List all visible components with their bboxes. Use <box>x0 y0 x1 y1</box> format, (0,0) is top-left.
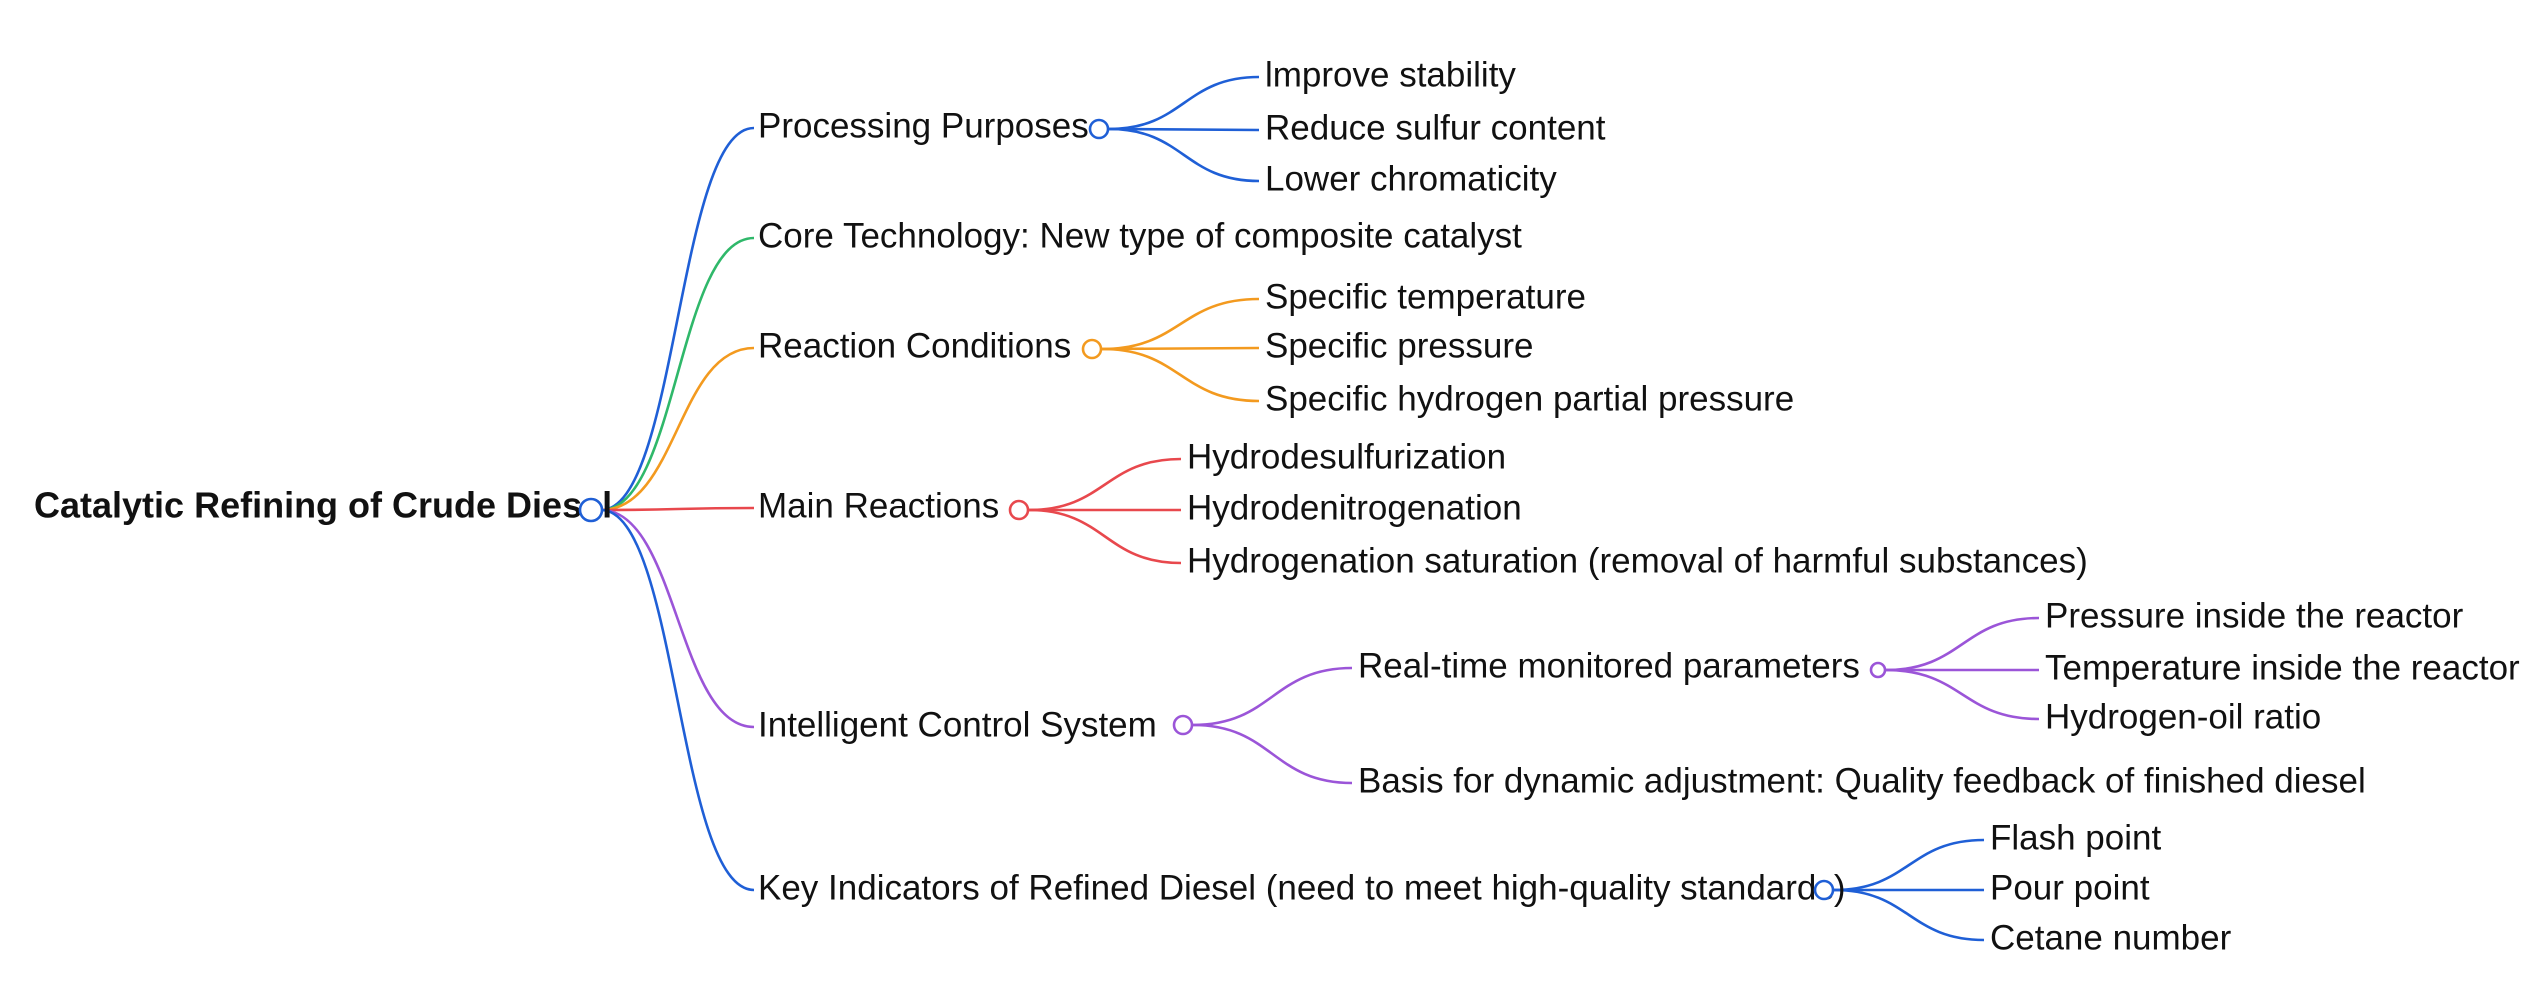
leaf-lmprove-stability-label: lmprove stability <box>1265 55 1516 94</box>
leaf-real-time-monitored-parameters-label: Real-time monitored parameters <box>1358 646 1860 685</box>
leaf-basis-for-dynamic-adjustment-quality-feedback-of-connector <box>1192 723 1353 785</box>
leaf-hydrodesulfurization-connector <box>1028 457 1182 512</box>
branch-intelligent-control-system-label: Intelligent Control System <box>758 705 1157 744</box>
branch-processing-purposes-connector <box>600 126 755 512</box>
leaf-specific-pressure-label: Specific pressure <box>1265 326 1533 365</box>
main-reactions-expander-dot[interactable] <box>1008 499 1030 521</box>
branch-core-technology-new-type-of-composite-catalyst-connector <box>600 236 755 512</box>
branch-intelligent-control-system-connector <box>600 508 755 729</box>
branch-processing-purposes-label: Processing Purposes <box>758 106 1089 145</box>
leaf-pressure-inside-the-reactor-connector <box>1885 616 2040 672</box>
leaf-lmprove-stability-connector <box>1108 75 1260 131</box>
leaf-basis-for-dynamic-adjustment-quality-feedback-of-label: Basis for dynamic adjustment: Quality fe… <box>1358 761 2366 800</box>
branch-key-indicators-of-refined-diesel-need-to-meet-hi-connector <box>600 508 755 892</box>
reaction-conditions-expander-dot[interactable] <box>1081 338 1103 360</box>
leaf-hydrogenation-saturation-removal-of-harmful-subs-label: Hydrogenation saturation (removal of har… <box>1187 541 2088 580</box>
branch-key-indicators-of-refined-diesel-need-to-meet-hi-label: Key Indicators of Refined Diesel (need t… <box>758 868 1846 907</box>
leaf-flash-point-connector <box>1833 838 1985 892</box>
branch-reaction-conditions-connector <box>600 346 755 512</box>
leaf-temperature-inside-the-reactor-label: Temperature inside the reactor <box>2045 648 2520 687</box>
leaf-specific-hydrogen-partial-pressure-connector <box>1101 347 1260 403</box>
leaf-reduce-sulfur-content-connector <box>1108 127 1260 132</box>
leaf-hydrogen-oil-ratio-connector <box>1885 668 2040 721</box>
leaf-cetane-number-label: Cetane number <box>1990 918 2232 957</box>
branch-main-reactions-connector <box>600 506 755 512</box>
leaf-specific-pressure-connector <box>1101 346 1260 351</box>
leaf-hydrogen-oil-ratio-label: Hydrogen-oil ratio <box>2045 697 2321 736</box>
branch-reaction-conditions-label: Reaction Conditions <box>758 326 1071 365</box>
key-indicators-of-refined-diesel-need-to-meet-hi-expander-dot[interactable] <box>1813 879 1835 901</box>
leaf-hydrodenitrogenation-label: Hydrodenitrogenation <box>1187 488 1522 527</box>
root-node-label: Catalytic Refining of Crude Diesel <box>34 485 612 526</box>
leaf-pour-point-label: Pour point <box>1990 868 2150 907</box>
leaf-specific-temperature-label: Specific temperature <box>1265 277 1586 316</box>
leaf-specific-hydrogen-partial-pressure-label: Specific hydrogen partial pressure <box>1265 379 1794 418</box>
leaf-real-time-monitored-parameters-connector <box>1192 666 1353 727</box>
processing-purposes-expander-dot[interactable] <box>1088 118 1110 140</box>
intelligent-control-system-expander-dot[interactable] <box>1172 714 1194 736</box>
leaf-hydrodesulfurization-label: Hydrodesulfurization <box>1187 437 1506 476</box>
leaf-pressure-inside-the-reactor-label: Pressure inside the reactor <box>2045 596 2464 635</box>
leaf-lower-chromaticity-connector <box>1108 127 1260 183</box>
leaf-specific-temperature-connector <box>1101 297 1260 351</box>
leaf-flash-point-label: Flash point <box>1990 818 2161 857</box>
leaf-lower-chromaticity-label: Lower chromaticity <box>1265 159 1557 198</box>
root-expander-dot[interactable] <box>578 497 604 523</box>
branch-main-reactions-label: Main Reactions <box>758 486 999 525</box>
leaf-cetane-number-connector <box>1833 888 1985 942</box>
real-time-monitored-parameters-expander-dot[interactable] <box>1869 661 1887 679</box>
branch-core-technology-new-type-of-composite-catalyst-label: Core Technology: New type of composite c… <box>758 216 1522 255</box>
leaf-hydrogenation-saturation-removal-of-harmful-subs-connector <box>1028 508 1182 565</box>
leaf-reduce-sulfur-content-label: Reduce sulfur content <box>1265 108 1606 147</box>
